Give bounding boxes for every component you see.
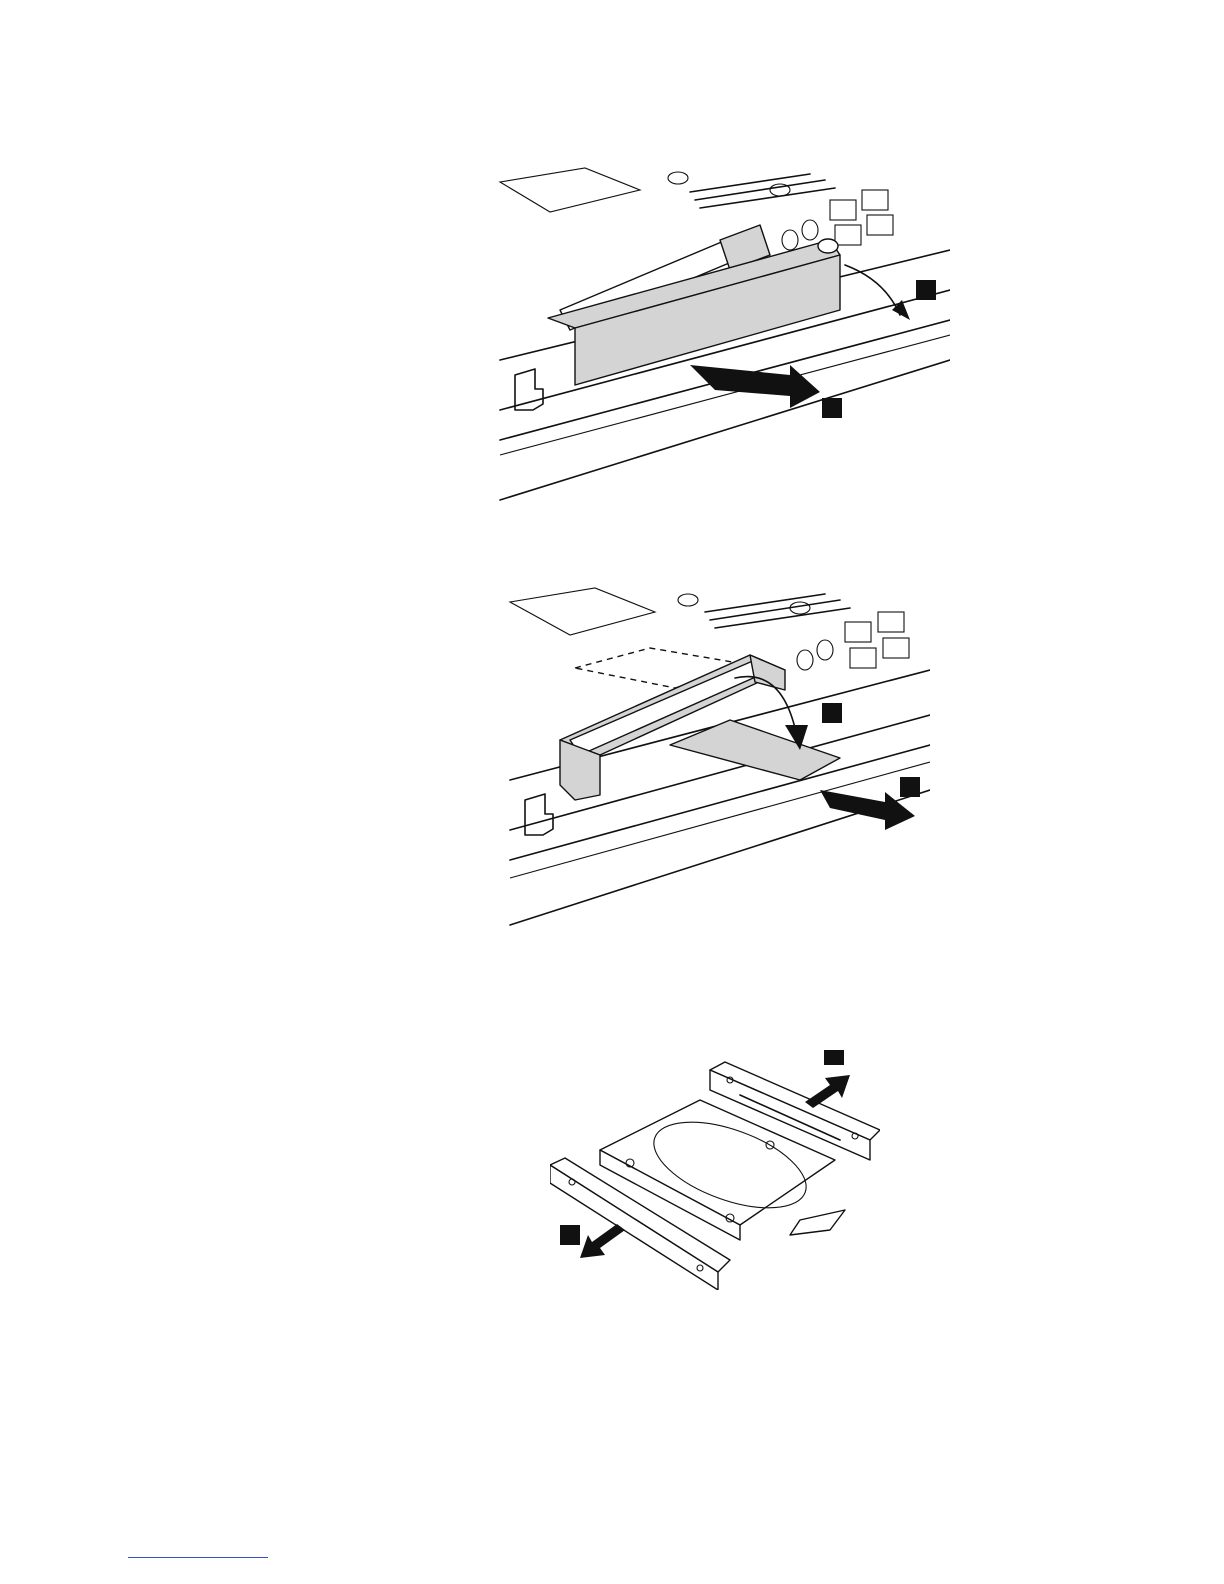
callout-6 bbox=[560, 1225, 580, 1245]
footer-link-rule bbox=[128, 1557, 268, 1558]
figure-remove-rails bbox=[550, 1050, 880, 1290]
vent-slots bbox=[678, 594, 850, 628]
vent-slots bbox=[668, 172, 835, 208]
port-group bbox=[797, 612, 909, 670]
callout-2 bbox=[822, 398, 842, 418]
callout-3 bbox=[822, 703, 842, 723]
arrow-remove-rail bbox=[805, 1075, 850, 1108]
arrow-remove-rail bbox=[580, 1224, 625, 1258]
callout-4 bbox=[900, 777, 920, 797]
pull-tab bbox=[670, 720, 840, 780]
callout-5 bbox=[824, 1050, 844, 1065]
figure-remove-hdd-cover bbox=[490, 160, 950, 510]
callout-1 bbox=[916, 280, 936, 300]
hdd-rails-illustration bbox=[550, 1050, 880, 1290]
port-group bbox=[782, 190, 893, 250]
figure-pull-out-hdd bbox=[500, 580, 930, 930]
hdd-cover-illustration bbox=[490, 160, 950, 510]
hdd-removal-illustration bbox=[500, 580, 930, 930]
